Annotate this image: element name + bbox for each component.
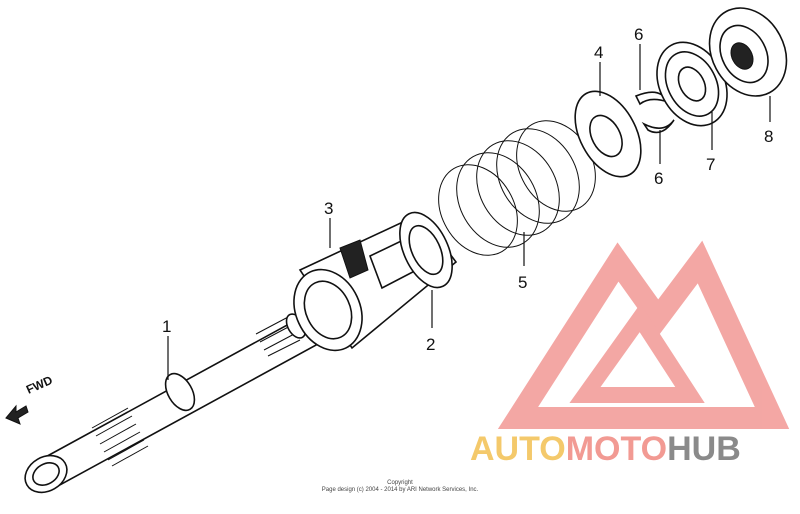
fwd-arrow-icon: [5, 404, 29, 425]
copyright-line-2: Page design (c) 2004 - 2014 by ARI Netwo…: [321, 487, 479, 493]
callout-8: 8: [764, 127, 773, 146]
callout-3: 3: [324, 199, 333, 218]
copyright-notice: Copyright Page design (c) 2004 - 2014 by…: [300, 480, 500, 494]
callout-1: 1: [162, 317, 171, 336]
wordmark-part-moto: MOTO: [565, 430, 668, 468]
wordmark-part-auto: AUTO: [470, 430, 566, 468]
part-6-circlip: [634, 91, 675, 134]
part-4-washer: [574, 90, 642, 178]
part-1-shaft: [24, 313, 320, 494]
callout-7: 7: [706, 155, 715, 174]
watermark-logo-triangle: [497, 240, 790, 429]
callout-5: 5: [518, 273, 527, 292]
callout-6a: 6: [634, 25, 643, 44]
part-8-seal: [708, 7, 788, 97]
callout-6b: 6: [654, 169, 663, 188]
callout-4: 4: [594, 43, 603, 62]
callout-2: 2: [426, 335, 435, 354]
part-5-spring: [438, 120, 596, 256]
wordmark-part-hub: HUB: [667, 430, 741, 468]
leader-lines: [167, 44, 771, 380]
part-7-bearing: [656, 41, 728, 127]
part-2-ring: [399, 211, 453, 289]
copyright-line-1: Copyright: [387, 480, 413, 486]
watermark-wordmark: AUTOMOTOHUB: [470, 430, 741, 469]
